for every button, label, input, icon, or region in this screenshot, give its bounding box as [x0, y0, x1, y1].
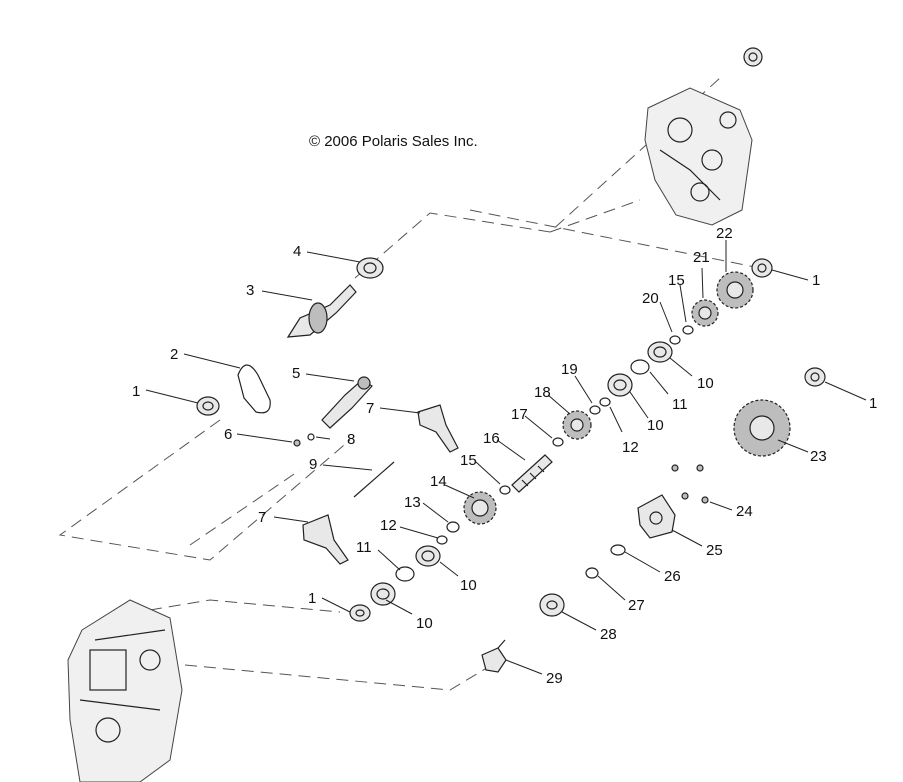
callout-6: 6 [224, 426, 232, 443]
part-ring-26 [610, 544, 626, 556]
part-gear-21 [691, 299, 719, 327]
part-ring-13 [446, 521, 460, 533]
part-ring-12-upper [599, 397, 611, 407]
callout-21: 21 [693, 249, 710, 266]
part-bearing-10-top [647, 341, 673, 363]
part-plate-25 [637, 494, 676, 539]
part-shift-drum-5 [321, 376, 373, 429]
callout-15-lower: 15 [460, 452, 477, 469]
callout-19: 19 [561, 361, 578, 378]
callout-2: 2 [170, 346, 178, 363]
copyright-text: © 2006 Polaris Sales Inc. [309, 133, 478, 150]
callout-labels: 4 3 2 1 5 6 8 7 9 7 1 10 11 10 12 13 14 … [132, 225, 877, 687]
callout-10-top: 10 [697, 375, 714, 392]
part-ring-15-lower [499, 485, 511, 495]
callout-26: 26 [664, 568, 681, 585]
part-ring-11-lower [395, 566, 415, 582]
part-bearing-10-mid [415, 545, 441, 567]
part-shaft-16 [511, 454, 553, 493]
part-ring-17 [552, 437, 564, 447]
callout-20: 20 [642, 290, 659, 307]
callout-28: 28 [600, 626, 617, 643]
part-fork-7-lower [302, 514, 349, 565]
callout-1-lower: 1 [308, 590, 316, 607]
part-bearing-28 [539, 593, 565, 617]
callout-12-upper: 12 [622, 439, 639, 456]
part-gear-23 [733, 399, 791, 457]
callout-11-upper: 11 [672, 396, 688, 413]
assembly-dashed-lines [58, 77, 761, 691]
part-ring-11-upper [630, 359, 650, 375]
callout-27: 27 [628, 597, 645, 614]
part-shaft-3 [286, 284, 357, 338]
part-bearing-1-right [804, 367, 826, 387]
part-ring-20 [669, 335, 681, 345]
callout-7-upper: 7 [366, 400, 374, 417]
callout-13: 13 [404, 494, 421, 511]
callout-10-bottom: 10 [416, 615, 433, 632]
callout-29: 29 [546, 670, 563, 687]
callout-3: 3 [246, 282, 254, 299]
leader-lines [145, 240, 867, 675]
callout-22: 22 [716, 225, 733, 242]
part-bearing-10-lower [370, 582, 396, 606]
upper-case-housing [644, 47, 763, 226]
part-gear-14 [463, 491, 497, 525]
callout-18: 18 [534, 384, 551, 401]
callout-1-right: 1 [869, 395, 877, 412]
callout-16: 16 [483, 430, 500, 447]
part-ring-27 [585, 567, 599, 579]
part-gear-22 [716, 271, 754, 309]
callout-1-upper: 1 [812, 272, 820, 289]
part-bearing-1-lower [349, 604, 371, 622]
callout-9: 9 [309, 456, 317, 473]
callout-25: 25 [706, 542, 723, 559]
part-fork-7-upper [417, 404, 459, 453]
callout-10-mid: 10 [460, 577, 477, 594]
callout-1-left: 1 [132, 383, 140, 400]
part-ring-12-lower [436, 535, 448, 545]
lower-case-housing [67, 599, 183, 782]
callout-12-lower: 12 [380, 517, 397, 534]
part-chain-2 [237, 364, 271, 414]
part-shaft-9 [353, 461, 395, 498]
callout-8: 8 [347, 431, 355, 448]
callout-23: 23 [810, 448, 827, 465]
callout-4: 4 [293, 243, 301, 260]
part-pin-6-8 [293, 433, 315, 447]
part-bearing-1-upper [751, 258, 773, 278]
part-bearing-10-upper [607, 373, 633, 397]
callout-17: 17 [511, 406, 528, 423]
callout-5: 5 [292, 365, 300, 382]
part-gear-18 [562, 410, 592, 440]
callout-11-lower: 11 [356, 539, 372, 556]
callout-24: 24 [736, 503, 753, 520]
part-ring-15-upper [682, 325, 694, 335]
part-screws-24 [671, 464, 709, 504]
part-sensor-29 [481, 639, 507, 673]
part-bearing-4 [356, 257, 384, 279]
callout-7-lower: 7 [258, 509, 266, 526]
callout-14: 14 [430, 473, 447, 490]
callout-15-upper: 15 [668, 272, 685, 289]
part-ring-19 [589, 405, 601, 415]
callout-10-upper: 10 [647, 417, 664, 434]
part-bearing-1-left [196, 396, 220, 416]
